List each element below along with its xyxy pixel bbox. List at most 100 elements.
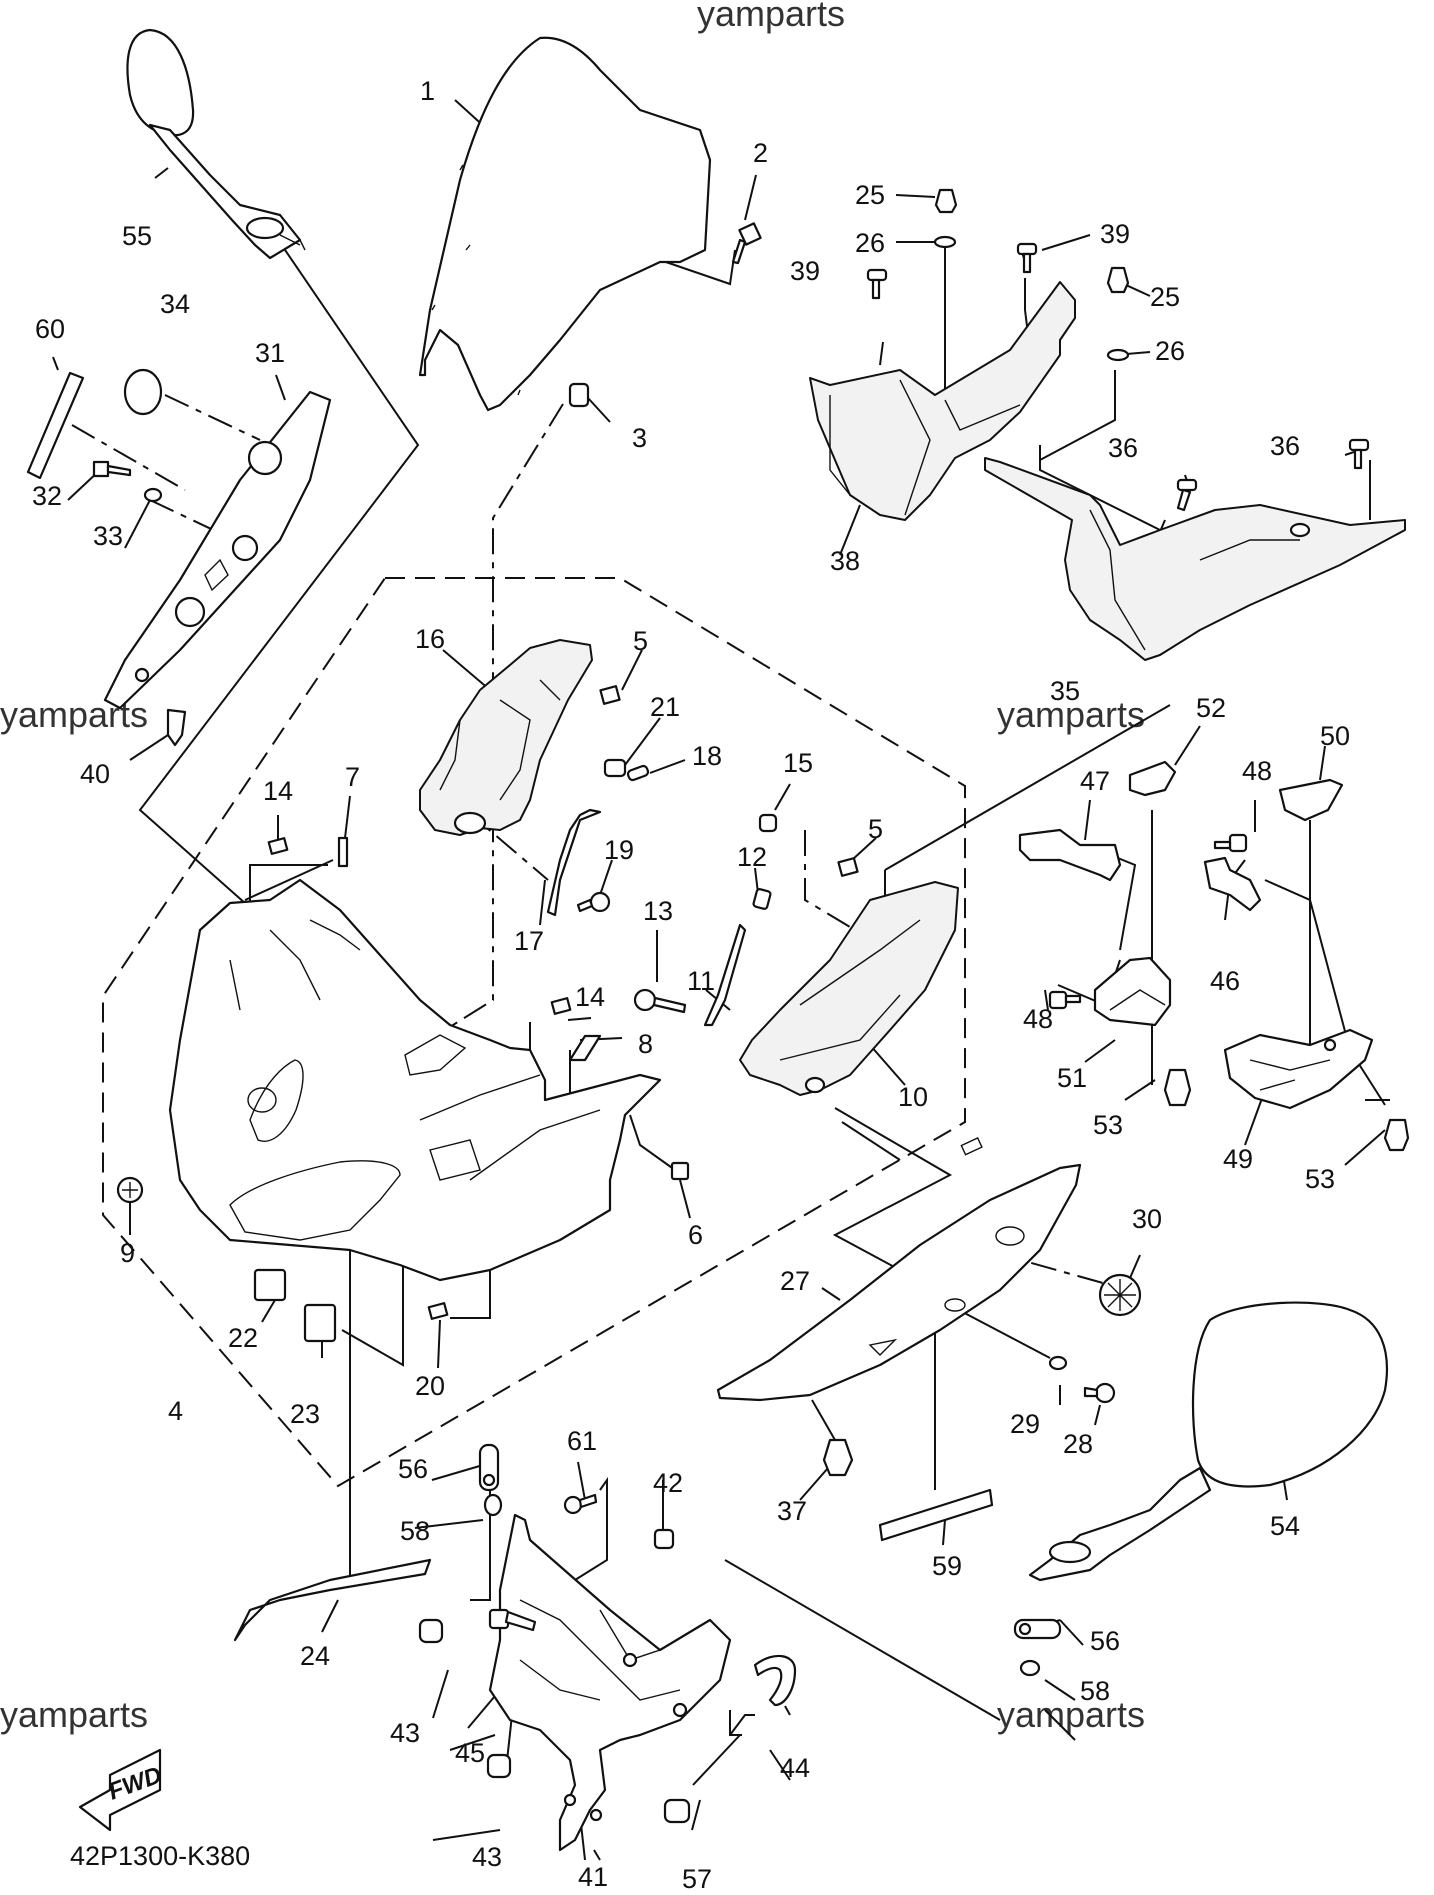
bracket-47-part	[1018, 828, 1122, 882]
watermark: yamparts	[997, 1694, 1145, 1735]
callout-48b: 48	[1023, 1004, 1053, 1034]
fastener-25-part	[934, 188, 958, 214]
bracket-56b-part	[478, 1443, 500, 1492]
well-nut-3-part	[568, 382, 590, 408]
callout-7: 7	[345, 762, 360, 792]
callout-15: 15	[783, 748, 813, 778]
clip-5-part	[599, 685, 621, 705]
fastener-25b-part	[1106, 266, 1130, 294]
cap-part	[123, 368, 163, 416]
callout-11: 11	[687, 966, 715, 996]
callout-13: 13	[643, 896, 673, 926]
nut-15-part	[758, 813, 778, 833]
washer-26-part	[933, 235, 957, 249]
callout-14b: 14	[575, 982, 605, 1012]
plate-52-part	[1128, 760, 1177, 797]
watermark: yamparts	[0, 1694, 148, 1735]
callout-52: 52	[1196, 693, 1226, 723]
callout-33: 33	[93, 521, 123, 551]
bushing-58b-part	[483, 1493, 503, 1517]
screw-32-part	[92, 460, 132, 478]
decal-strip-59-part	[878, 1488, 994, 1542]
callout-28: 28	[1063, 1429, 1093, 1459]
clip-20-part	[427, 1302, 449, 1320]
left-mirror-part	[126, 28, 306, 260]
grommet-43b-part	[486, 1753, 512, 1779]
callout-47: 47	[1080, 766, 1110, 796]
callout-34: 34	[160, 289, 190, 319]
right-inner-panel-10-part	[739, 881, 959, 1096]
callout-12: 12	[737, 842, 767, 872]
bracket-51-part	[1093, 956, 1172, 1027]
bracket-17-part	[546, 808, 602, 917]
callout-39b: 39	[790, 256, 820, 286]
callout-25b: 25	[1150, 282, 1180, 312]
clip-12-part	[752, 888, 772, 910]
connector-22-part	[253, 1268, 287, 1302]
callout-21: 21	[650, 692, 680, 722]
callout-30: 30	[1132, 1204, 1162, 1234]
forward-arrow-icon: FWD	[78, 1748, 165, 1832]
callout-50: 50	[1320, 721, 1350, 751]
callout-54: 54	[1270, 1511, 1300, 1541]
washer-26b-part	[1106, 348, 1130, 362]
cowling-assembly-outline	[102, 577, 966, 1488]
callout-43: 43	[390, 1718, 420, 1748]
clip-18-part	[626, 764, 650, 782]
callout-42: 42	[653, 1468, 683, 1498]
clip-14b-part	[550, 997, 572, 1015]
screw-39b-part	[866, 268, 888, 300]
inner-panel-16-part	[419, 639, 593, 836]
right-mirror-54-part	[1028, 1301, 1389, 1582]
callout-3: 3	[632, 423, 647, 453]
callout-56: 56	[398, 1454, 428, 1484]
callout-20: 20	[415, 1371, 445, 1401]
nut-57-part	[663, 1798, 691, 1824]
watermark: yamparts	[997, 694, 1145, 735]
callout-31: 31	[255, 338, 285, 368]
callout-58b: 58	[1080, 1676, 1110, 1706]
callout-8: 8	[638, 1029, 653, 1059]
callout-61: 61	[567, 1426, 597, 1456]
front-cowling-part	[168, 878, 983, 1282]
callout-49: 49	[1223, 1144, 1253, 1174]
washer-29-part	[1048, 1355, 1068, 1371]
bolt-48-part	[1213, 833, 1248, 853]
callout-53b: 53	[1305, 1164, 1335, 1194]
callout-27: 27	[780, 1266, 810, 1296]
callout-1: 1	[420, 76, 435, 106]
fastener-53b-part	[1383, 1118, 1410, 1152]
emblem-7-part	[337, 836, 349, 868]
clip-6-part	[670, 1161, 690, 1181]
grommet-9-part	[116, 1176, 144, 1204]
grommet-40-part	[166, 708, 187, 747]
callout-53: 53	[1093, 1110, 1123, 1140]
callout-18: 18	[692, 741, 722, 771]
callout-36: 36	[1108, 433, 1138, 463]
callout-35: 35	[1050, 676, 1080, 706]
callout-43b: 43	[472, 1842, 502, 1872]
bolt-48b-part	[1048, 990, 1082, 1010]
callout-51: 51	[1057, 1063, 1087, 1093]
callout-29: 29	[1010, 1409, 1040, 1439]
grommet-43-part	[418, 1618, 444, 1644]
callout-38: 38	[830, 546, 860, 576]
lower-duct-35-part	[984, 457, 1406, 661]
callout-56b: 56	[1090, 1626, 1120, 1656]
callout-22: 22	[228, 1323, 258, 1353]
screw-36b-part	[1348, 438, 1370, 470]
callout-41: 41	[578, 1862, 608, 1892]
callout-45: 45	[455, 1738, 485, 1768]
cowling-stay-41-part	[488, 1513, 732, 1852]
callout-19: 19	[604, 835, 634, 865]
diagram-code: 42P1300-K380	[70, 1841, 250, 1871]
callout-23: 23	[290, 1399, 320, 1429]
windshield-part	[418, 36, 712, 412]
callout-58: 58	[400, 1516, 430, 1546]
callout-6: 6	[688, 1220, 703, 1250]
callout-55: 55	[122, 221, 152, 251]
plate-50-part	[1278, 778, 1344, 822]
nut-21-part	[603, 758, 627, 778]
callout-16: 16	[415, 624, 445, 654]
